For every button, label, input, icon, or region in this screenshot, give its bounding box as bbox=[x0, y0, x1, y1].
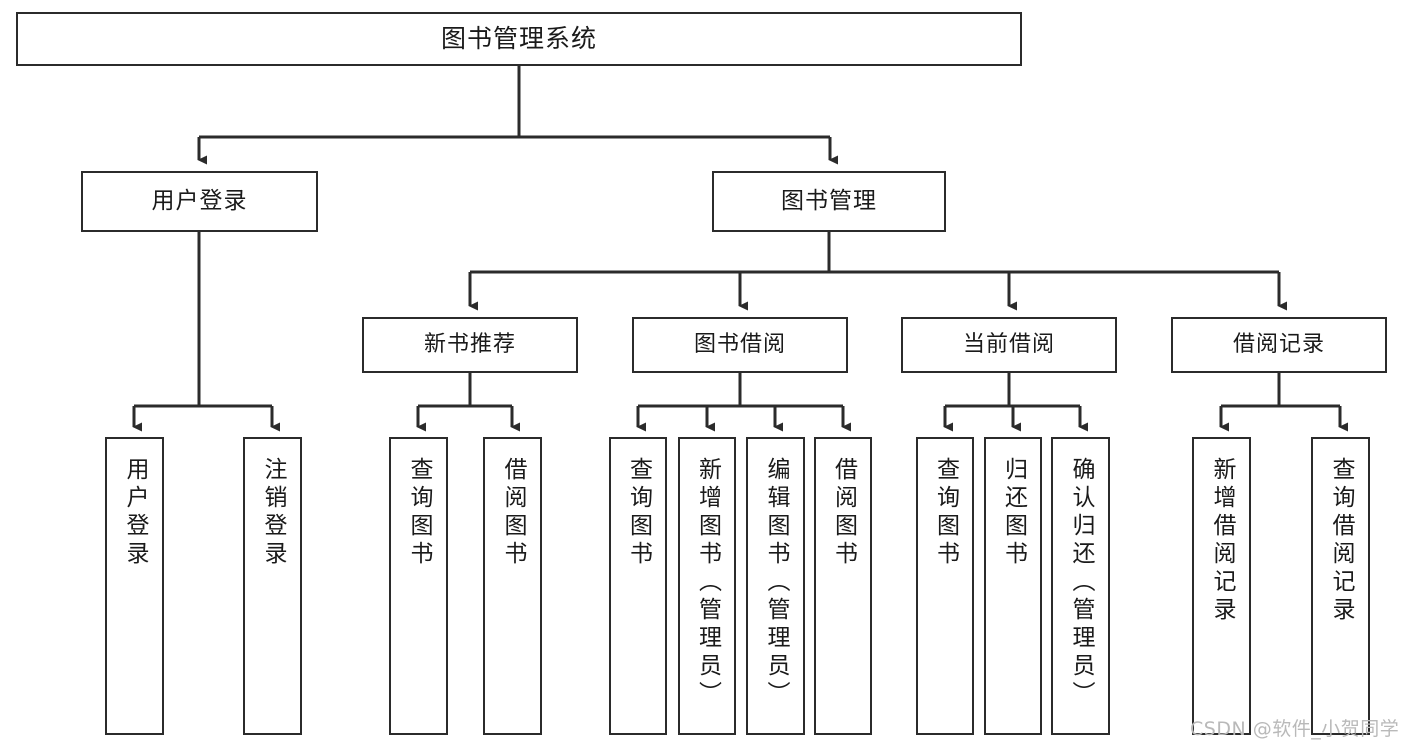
watermark: CSDN @软件_小贺同学 bbox=[1190, 718, 1400, 740]
node-leaf-borrow-book-rec[interactable]: 借阅图书 bbox=[483, 437, 542, 735]
edge-userlogin-to-leaves bbox=[132, 232, 280, 432]
node-leaf-user-login-label: 用户登录 bbox=[122, 457, 148, 569]
node-user-login-label: 用户登录 bbox=[151, 187, 248, 214]
node-current-borrow[interactable]: 当前借阅 bbox=[901, 317, 1117, 373]
node-book-management[interactable]: 图书管理 bbox=[712, 171, 946, 232]
edge-bookmgmt-to-level3 bbox=[468, 232, 1287, 311]
node-leaf-logout-login[interactable]: 注销登录 bbox=[243, 437, 302, 735]
node-leaf-add-borrow-record[interactable]: 新增借阅记录 bbox=[1192, 437, 1251, 735]
node-leaf-query-book-borrow-label: 查询图书 bbox=[625, 457, 652, 569]
node-leaf-edit-book-admin[interactable]: 编辑图书（管理员） bbox=[746, 437, 805, 735]
node-leaf-query-book-current[interactable]: 查询图书 bbox=[916, 437, 974, 735]
node-leaf-edit-book-admin-label: 编辑图书（管理员） bbox=[763, 457, 789, 709]
node-leaf-confirm-return-admin[interactable]: 确认归还（管理员） bbox=[1051, 437, 1110, 735]
node-borrow-record-label: 借阅记录 bbox=[1232, 331, 1325, 357]
node-book-borrow-label: 图书借阅 bbox=[693, 331, 786, 357]
node-leaf-query-book-rec[interactable]: 查询图书 bbox=[389, 437, 448, 735]
node-root-label: 图书管理系统 bbox=[440, 24, 597, 53]
node-new-book-recommend[interactable]: 新书推荐 bbox=[362, 317, 578, 373]
node-leaf-confirm-return-admin-label: 确认归还（管理员） bbox=[1068, 457, 1094, 709]
node-leaf-query-book-current-label: 查询图书 bbox=[932, 457, 959, 569]
node-leaf-query-borrow-record[interactable]: 查询借阅记录 bbox=[1311, 437, 1370, 735]
node-leaf-add-book-admin[interactable]: 新增图书（管理员） bbox=[678, 437, 736, 735]
edge-root-to-level2 bbox=[197, 66, 838, 165]
node-new-book-recommend-label: 新书推荐 bbox=[423, 331, 516, 357]
node-leaf-borrow-book-rec-label: 借阅图书 bbox=[500, 457, 526, 569]
node-leaf-borrow-book-label: 借阅图书 bbox=[830, 457, 857, 569]
node-leaf-return-book-label: 归还图书 bbox=[1000, 457, 1027, 569]
node-book-management-label: 图书管理 bbox=[781, 187, 877, 214]
node-leaf-add-borrow-record-label: 新增借阅记录 bbox=[1209, 457, 1235, 625]
node-leaf-return-book[interactable]: 归还图书 bbox=[984, 437, 1042, 735]
node-book-borrow[interactable]: 图书借阅 bbox=[632, 317, 848, 373]
node-leaf-borrow-book[interactable]: 借阅图书 bbox=[814, 437, 872, 735]
node-leaf-query-book-borrow[interactable]: 查询图书 bbox=[609, 437, 667, 735]
edge-borrowrecord-to-leaves bbox=[1219, 373, 1348, 432]
node-leaf-user-login[interactable]: 用户登录 bbox=[105, 437, 164, 735]
node-leaf-logout-login-label: 注销登录 bbox=[260, 457, 286, 569]
edge-currentborrow-to-leaves bbox=[943, 373, 1088, 432]
node-root[interactable]: 图书管理系统 bbox=[16, 12, 1022, 66]
edge-bookborrow-to-leaves bbox=[636, 373, 851, 432]
node-leaf-add-book-admin-label: 新增图书（管理员） bbox=[694, 457, 721, 709]
node-borrow-record[interactable]: 借阅记录 bbox=[1171, 317, 1387, 373]
edge-newbook-to-leaves bbox=[416, 373, 520, 432]
node-user-login[interactable]: 用户登录 bbox=[81, 171, 318, 232]
node-leaf-query-book-rec-label: 查询图书 bbox=[406, 457, 432, 569]
node-current-borrow-label: 当前借阅 bbox=[962, 331, 1055, 357]
node-leaf-query-borrow-record-label: 查询借阅记录 bbox=[1328, 457, 1354, 625]
